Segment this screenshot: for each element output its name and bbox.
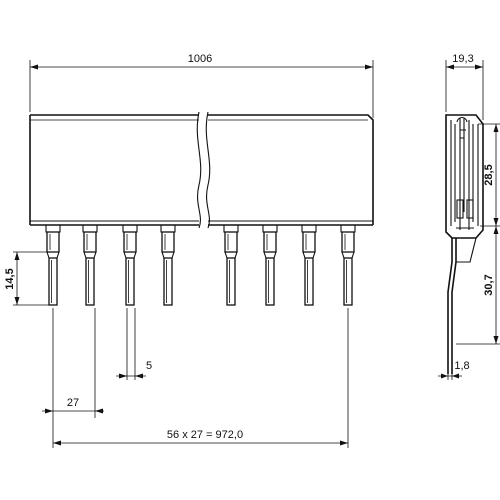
pin <box>340 225 356 306</box>
dim-pin-length: 14,5 <box>4 251 50 306</box>
pin <box>82 225 98 306</box>
pin <box>301 225 317 306</box>
dim-total-pitch-label: 56 x 27 = 972,0 <box>167 429 243 441</box>
break-line <box>196 111 211 229</box>
side-view <box>445 114 484 374</box>
pin-group <box>45 225 356 306</box>
dim-side-width: 19,3 <box>445 53 484 120</box>
dim-side-lower: 30,7 <box>456 226 500 345</box>
dim-total-pitch: 56 x 27 = 972,0 <box>52 308 349 448</box>
dim-side-lower-label: 30,7 <box>483 274 495 295</box>
pin <box>160 225 176 306</box>
dim-side-upper: 28,5 <box>478 123 500 227</box>
dim-side-foot: 1,8 <box>438 360 470 380</box>
dim-side-foot-label: 1,8 <box>454 360 469 372</box>
dim-pin-pitch-label: 27 <box>67 397 79 409</box>
pin <box>223 225 239 306</box>
pin <box>122 225 138 306</box>
dim-pin-width: 5 <box>116 308 152 380</box>
dim-pin-length-label: 14,5 <box>4 268 16 289</box>
dim-pin-width-label: 5 <box>146 360 152 372</box>
dim-side-upper-label: 28,5 <box>483 164 495 185</box>
dim-overall-length: 1006 <box>29 53 374 118</box>
dim-overall-length-label: 1006 <box>188 53 212 65</box>
pin <box>45 225 61 306</box>
busbar-body-front <box>29 114 374 226</box>
dim-side-width-label: 19,3 <box>452 53 473 65</box>
pin <box>262 225 278 306</box>
dim-pin-pitch: 27 <box>42 308 104 418</box>
